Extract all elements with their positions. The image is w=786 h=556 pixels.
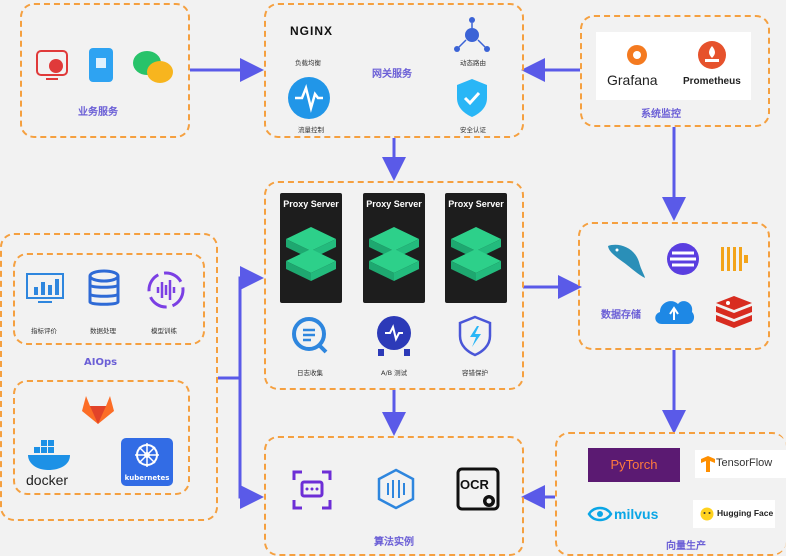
proxy-server-3: Proxy Server xyxy=(445,193,507,303)
elastic-icon xyxy=(666,242,700,280)
business-services-box xyxy=(20,3,190,138)
data-processing-label: 数据处理 xyxy=(90,327,116,335)
model-training-icon xyxy=(145,270,187,314)
huggingface-label: Hugging Face xyxy=(717,508,774,518)
cloud-upload-icon xyxy=(652,294,696,330)
security-shield-icon xyxy=(455,78,489,122)
proxy-server-2: Proxy Server xyxy=(363,193,425,303)
flow-control-icon xyxy=(287,76,331,124)
aiops-outer-box xyxy=(0,233,218,521)
metrics-label: 指标评价 xyxy=(31,327,57,335)
gateway-services-label: 网关服务 xyxy=(372,69,412,80)
business-services-label: 业务服务 xyxy=(78,107,118,118)
network-cube-icon xyxy=(374,467,418,515)
kubernetes-helm-icon xyxy=(135,443,159,467)
server-stack-icon xyxy=(286,227,336,281)
dynamic-route-icon xyxy=(452,16,492,58)
arrow-aiops-branch xyxy=(218,266,264,380)
dynamic-route-label: 动态路由 xyxy=(460,59,486,67)
mysql-dolphin-icon xyxy=(605,240,647,284)
pytorch-label: PyTorch xyxy=(610,457,658,472)
kubernetes-label: kubernetes xyxy=(124,474,170,482)
tensorflow-icon xyxy=(701,456,715,472)
flow-control-label: 流量控制 xyxy=(298,126,324,134)
monitor-label: 系统监控 xyxy=(641,109,681,120)
grafana-icon xyxy=(624,42,650,72)
proxy-server-2-title: Proxy Server xyxy=(366,199,422,209)
tensorflow-badge: TensorFlow xyxy=(695,450,786,478)
fault-tolerance-label: 容错保护 xyxy=(462,369,488,377)
proxy-server-1-title: Proxy Server xyxy=(283,199,339,209)
monitor-box xyxy=(580,15,770,127)
wechat-icon xyxy=(132,50,174,88)
gateway-services-box xyxy=(264,3,524,138)
deploy-box xyxy=(13,380,190,495)
proxy-box xyxy=(264,181,524,390)
monitor-logos-panel xyxy=(596,32,751,100)
vector-label: 向量生产 xyxy=(666,541,706,552)
log-collect-label: 日志收集 xyxy=(297,369,323,377)
proxy-server-3-title: Proxy Server xyxy=(448,199,504,209)
kubernetes-badge: kubernetes xyxy=(121,438,173,486)
docker-whale-icon xyxy=(26,437,76,475)
ab-test-icon xyxy=(372,315,416,361)
grafana-label: Grafana xyxy=(607,72,658,88)
prometheus-icon xyxy=(697,40,727,74)
metrics-chart-icon xyxy=(26,273,64,307)
fault-tolerance-icon xyxy=(458,315,492,360)
storage-box xyxy=(578,222,770,350)
algo-label: 算法实例 xyxy=(374,537,414,548)
server-stack-icon xyxy=(451,227,501,281)
monitor-globe-icon xyxy=(36,50,68,84)
security-label: 安全认证 xyxy=(460,126,486,134)
nginx-logo: NGINX xyxy=(290,24,334,38)
gitlab-icon xyxy=(80,392,116,430)
milvus-label: milvus xyxy=(614,506,659,522)
load-balance-label: 负载均衡 xyxy=(295,59,321,67)
arrow-aiops-branch-down xyxy=(238,378,264,509)
proxy-server-1: Proxy Server xyxy=(280,193,342,303)
huggingface-icon xyxy=(700,507,714,521)
pytorch-badge: PyTorch xyxy=(588,448,680,482)
tensorflow-label: TensorFlow xyxy=(716,457,773,469)
ocr-label: OCR xyxy=(460,477,489,492)
ocr-box-icon: OCR xyxy=(456,467,500,511)
kafka-icon xyxy=(720,245,750,277)
milvus-eye-icon xyxy=(587,506,613,526)
huggingface-badge: Hugging Face xyxy=(693,500,775,528)
prometheus-label: Prometheus xyxy=(683,76,741,87)
storage-label: 数据存储 xyxy=(601,310,641,321)
aiops-label: AIOps xyxy=(84,357,118,368)
model-training-label: 模型训练 xyxy=(151,327,177,335)
ab-test-label: A/B 测试 xyxy=(381,369,408,377)
redis-icon xyxy=(714,294,754,334)
mobile-app-icon xyxy=(88,47,114,87)
scan-message-icon xyxy=(292,470,332,514)
server-stack-icon xyxy=(369,227,419,281)
log-collect-icon xyxy=(292,317,328,359)
database-icon xyxy=(87,269,121,312)
aiops-inner-box xyxy=(13,253,205,345)
docker-label: docker xyxy=(26,472,69,488)
